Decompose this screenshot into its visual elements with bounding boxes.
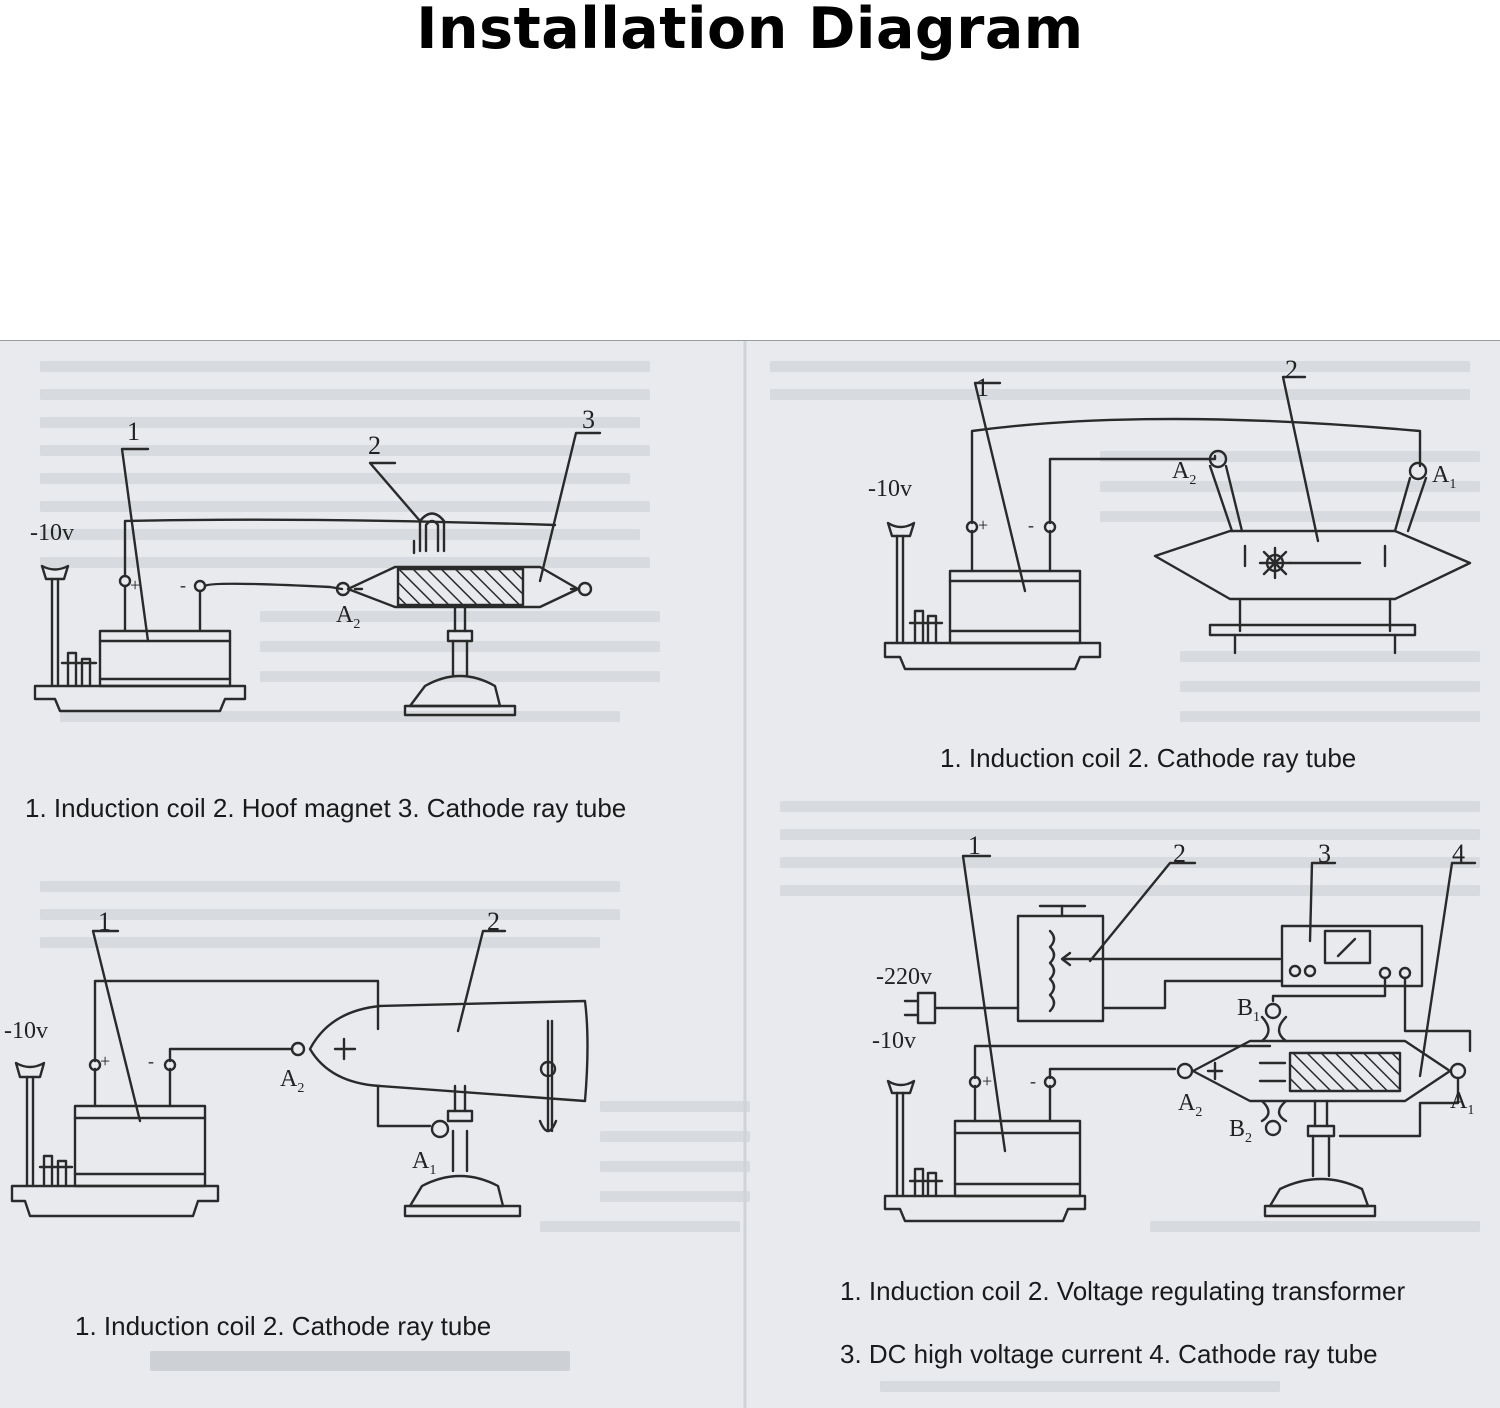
voltage-label: -10v	[30, 520, 74, 546]
plus-terminal-label: +	[130, 575, 141, 595]
induction-coil-icon	[10, 1058, 220, 1218]
electrode-b2-label: B2	[1229, 1116, 1253, 1146]
marker-4: 4	[1452, 839, 1465, 868]
electrode-a2-label: A2	[1172, 458, 1197, 488]
page-title: Installation Diagram	[416, 0, 1084, 62]
electrode-a2-label: A2	[336, 602, 361, 632]
transformer-icon	[1016, 904, 1282, 1023]
diagram-c	[10, 929, 589, 1218]
marker-2: 2	[487, 907, 500, 936]
electrode-b1-label: B1	[1237, 995, 1261, 1025]
induction-coil-icon	[883, 520, 1102, 671]
plug-icon	[886, 521, 944, 645]
plug-icon	[886, 1079, 944, 1198]
marker-1: 1	[976, 373, 989, 402]
marker-1: 1	[968, 831, 981, 860]
caption-diagram-c: 1. Induction coil 2. Cathode ray tube	[75, 1311, 492, 1341]
voltage-label: -10v	[868, 476, 912, 502]
induction-coil-icon	[883, 1075, 1087, 1223]
cathode-ray-tube-icon	[335, 565, 593, 717]
plug-icon	[14, 1061, 74, 1188]
plus-terminal-label: +	[978, 515, 989, 535]
minus-terminal-label: -	[180, 575, 186, 595]
induction-coil-icon	[33, 574, 247, 713]
marker-2: 2	[368, 431, 381, 460]
electrode-a1-label: A1	[1432, 462, 1457, 492]
plus-terminal-label: +	[100, 1051, 111, 1071]
cathode-ray-tube-icon	[1176, 1002, 1467, 1218]
minus-terminal-label: -	[148, 1051, 154, 1071]
cathode-ray-tube-icon	[290, 999, 589, 1218]
caption-diagram-d-line2: 3. DC high voltage current 4. Cathode ra…	[840, 1339, 1378, 1369]
electrode-a1-label: A1	[412, 1148, 437, 1178]
caption-diagram-d-line1: 1. Induction coil 2. Voltage regulating …	[840, 1276, 1406, 1306]
marker-3: 3	[582, 405, 595, 434]
marker-2: 2	[1173, 839, 1186, 868]
diagram-b	[883, 375, 1472, 671]
caption-diagram-a: 1. Induction coil 2. Hoof magnet 3. Cath…	[25, 793, 627, 823]
electrode-a2-label: A2	[1178, 1090, 1203, 1120]
electrode-a1-label: A1	[1450, 1088, 1475, 1118]
cathode-ray-tube-icon	[1153, 449, 1472, 655]
plus-terminal-label: +	[982, 1071, 993, 1091]
diagram-d	[883, 854, 1477, 1223]
caption-diagram-b: 1. Induction coil 2. Cathode ray tube	[940, 743, 1357, 773]
marker-2: 2	[1285, 355, 1298, 384]
plug-icon	[40, 564, 98, 688]
marker-3: 3	[1318, 839, 1331, 868]
diagram-a	[33, 431, 602, 717]
voltage-label: -10v	[4, 1018, 48, 1044]
scanned-sheet: 1 2 3 -10v + - A2 1. Induction coil 2. H…	[0, 340, 1500, 1408]
diagram-artwork	[10, 341, 1477, 1408]
voltage-label: -10v	[872, 1028, 916, 1054]
mains-voltage-label: -220v	[876, 964, 932, 990]
plug-icon	[903, 991, 1020, 1025]
minus-terminal-label: -	[1030, 1071, 1036, 1091]
electrode-a2-label: A2	[280, 1066, 305, 1096]
marker-1: 1	[98, 907, 111, 936]
minus-terminal-label: -	[1028, 515, 1034, 535]
marker-1: 1	[127, 417, 140, 446]
meter-icon	[1280, 924, 1424, 988]
